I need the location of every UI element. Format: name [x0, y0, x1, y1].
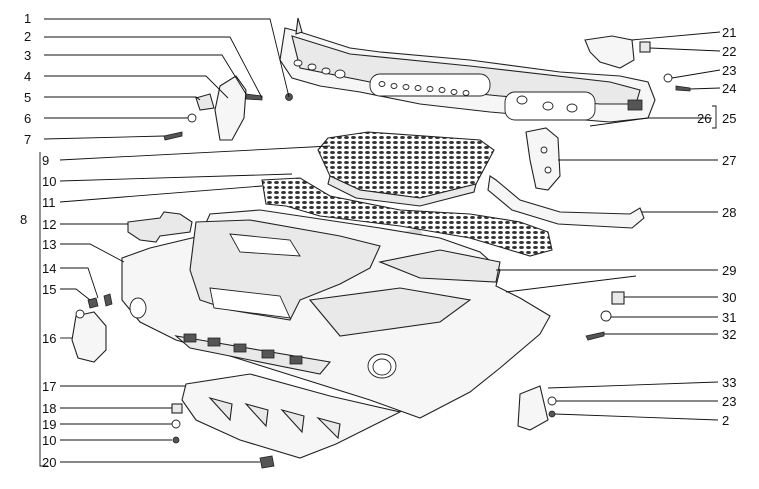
callout-2: 2 — [24, 29, 31, 44]
lower-grille — [261, 177, 553, 257]
callout-24: 24 — [722, 81, 736, 96]
callout-5: 5 — [24, 90, 31, 105]
callout-3: 3 — [24, 48, 31, 63]
callout-6: 6 — [24, 111, 31, 126]
callout-23b: 23 — [722, 394, 736, 409]
callout-18: 18 — [42, 401, 56, 416]
beam-fasteners-right — [663, 73, 691, 92]
callout-8: 8 — [20, 212, 27, 227]
callout-12: 12 — [42, 217, 56, 232]
bumper-reinforcement-beam — [279, 17, 656, 123]
callout-26: 26 — [697, 111, 711, 126]
callout-25: 25 — [722, 111, 736, 126]
left-side-bracket — [163, 75, 293, 141]
upper-grille — [317, 131, 495, 207]
leader-lines — [39, 18, 721, 467]
callout-33: 33 — [722, 375, 736, 390]
bowtie-emblem — [127, 211, 193, 243]
callout-4: 4 — [24, 69, 31, 84]
skid-plate-fasteners — [171, 403, 275, 469]
callout-10a: 10 — [42, 174, 56, 189]
callout-30: 30 — [722, 290, 736, 305]
callout-29: 29 — [722, 263, 736, 278]
callout-28: 28 — [722, 205, 736, 220]
callout-9: 9 — [42, 153, 49, 168]
callout-13: 13 — [42, 237, 56, 252]
callout-1: 1 — [24, 11, 31, 26]
callout-20: 20 — [42, 455, 56, 470]
right-side-bracket — [525, 127, 561, 191]
beam-holes — [293, 59, 643, 121]
left-small-fasteners — [87, 293, 113, 309]
right-fasteners — [517, 291, 625, 431]
skid-plate — [181, 373, 402, 459]
callout-14: 14 — [42, 261, 56, 276]
bumper-fascia — [121, 209, 551, 419]
callout-21: 21 — [722, 25, 736, 40]
callout-32: 32 — [722, 327, 736, 342]
callout-16: 16 — [42, 331, 56, 346]
callout-19: 19 — [42, 417, 56, 432]
trim-strip — [487, 175, 645, 229]
callout-23a: 23 — [722, 63, 736, 78]
callout-2b: 2 — [722, 413, 729, 428]
callout-11: 11 — [42, 195, 56, 210]
callout-17: 17 — [42, 379, 56, 394]
callout-15: 15 — [42, 282, 56, 297]
callout-27: 27 — [722, 153, 736, 168]
callout-22: 22 — [722, 44, 736, 59]
callouts-right: 21 22 23 24 26 25 27 28 29 30 31 32 33 2… — [697, 25, 736, 428]
fog-lamp-bezel — [71, 309, 107, 363]
beam-end-bracket — [584, 35, 651, 69]
callouts-left: 1 2 3 4 5 6 7 8 9 10 11 12 13 14 15 16 1… — [20, 11, 56, 470]
callout-10b: 10 — [42, 433, 56, 448]
callout-31: 31 — [722, 310, 736, 325]
callout-7: 7 — [24, 132, 31, 147]
